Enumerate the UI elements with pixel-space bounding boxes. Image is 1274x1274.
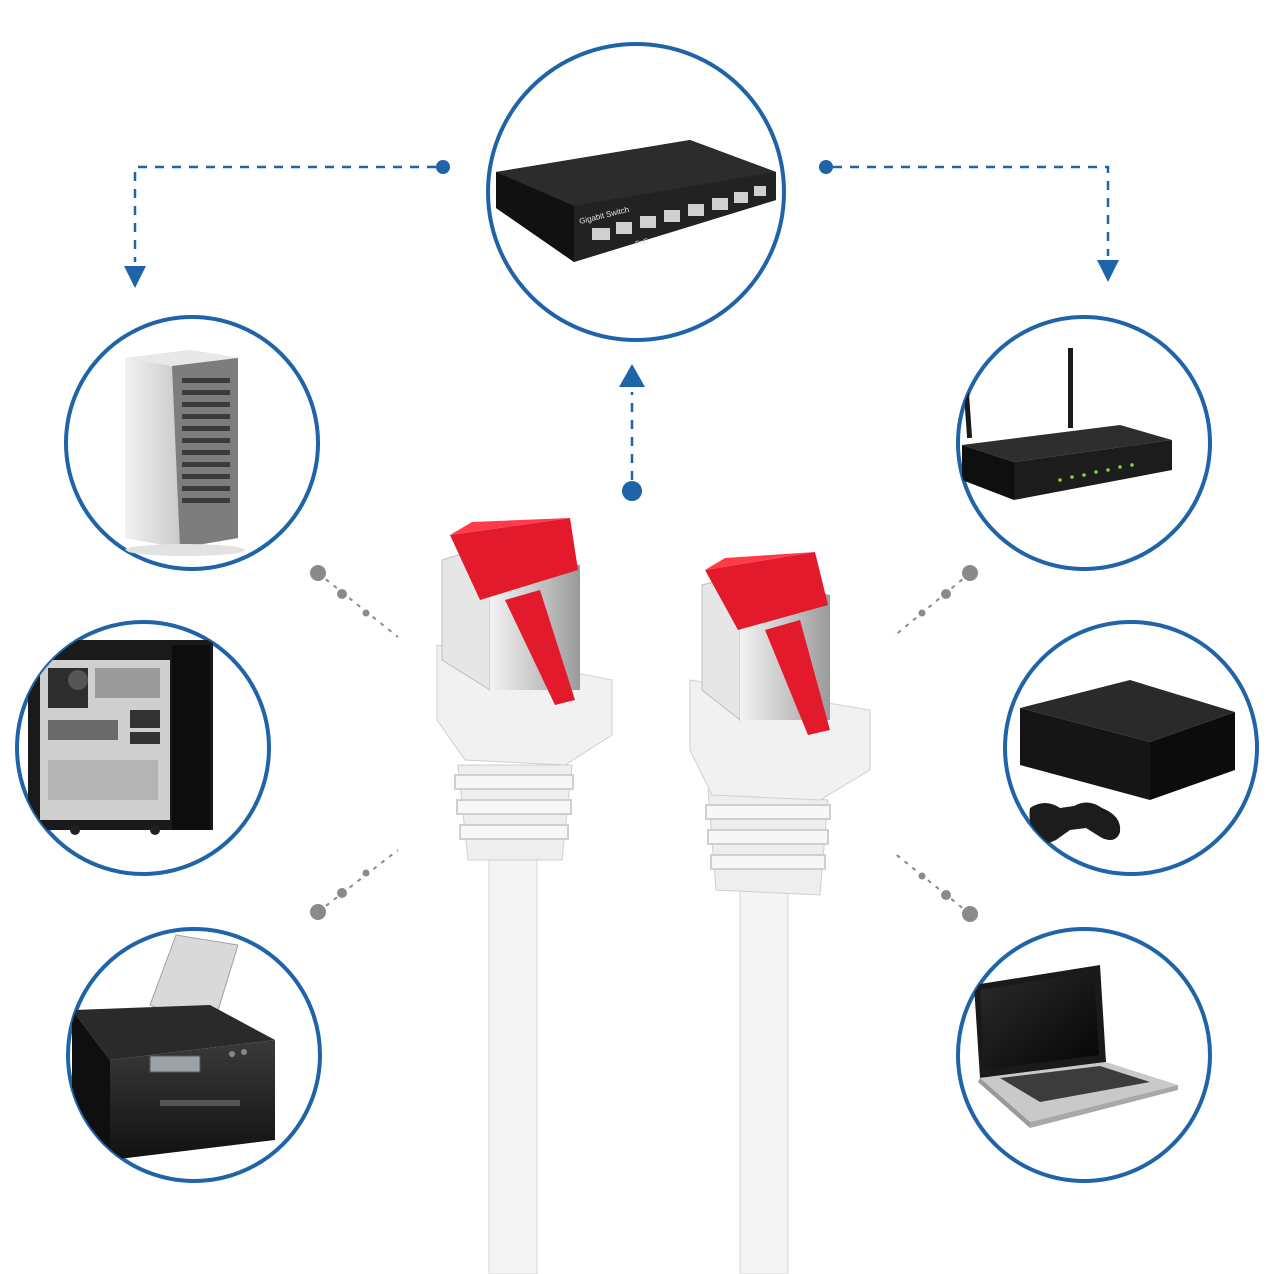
router-icon	[962, 348, 1172, 500]
connector-console-upper	[892, 565, 978, 638]
connector-switch-to-router	[819, 160, 1119, 282]
connector-cable-to-switch	[619, 364, 645, 501]
arrow-down-icon	[1097, 260, 1119, 282]
cable-clip-right	[765, 620, 830, 735]
desktop-pc-circle	[15, 620, 271, 876]
printer-circle	[66, 927, 322, 1183]
connector-pc-lower	[310, 849, 399, 920]
connector-switch-to-server	[124, 160, 450, 288]
connector-pc-upper	[310, 565, 399, 638]
game-console-circle	[1003, 620, 1259, 876]
gamepad-icon	[1029, 802, 1121, 844]
gray-connectors	[310, 565, 978, 922]
server-rack-icon	[125, 350, 245, 556]
arrow-down-icon	[124, 266, 146, 288]
ethernet-cable-right	[689, 552, 871, 1274]
laptop-icon	[974, 965, 1178, 1128]
network-switch-icon: Gigabit Switch PoE	[496, 140, 776, 262]
laptop-circle	[956, 927, 1212, 1183]
desktop-pc-tower-icon	[28, 640, 213, 835]
switch-poe-label: PoE	[635, 238, 650, 248]
game-console-icon	[1020, 680, 1235, 844]
ethernet-cable-left	[436, 518, 613, 1274]
cable-clip-left	[505, 590, 575, 705]
router-circle	[956, 315, 1212, 571]
connector-console-lower	[892, 851, 978, 922]
network-switch-circle: Gigabit Switch PoE	[486, 42, 786, 342]
printer-icon	[72, 934, 275, 1160]
server-rack-circle	[64, 315, 320, 571]
arrow-up-icon	[619, 364, 645, 387]
